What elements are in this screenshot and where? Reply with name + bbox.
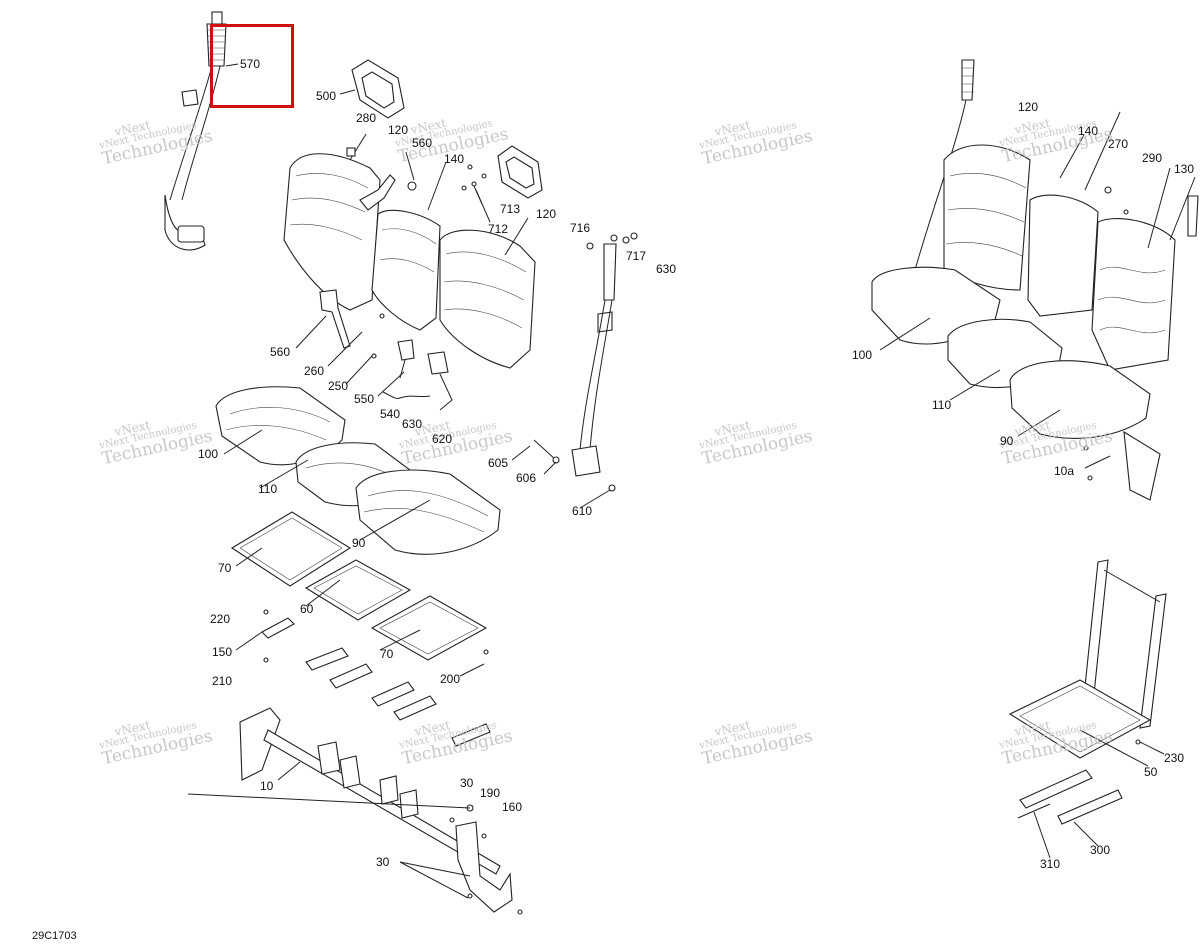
callout-570[interactable]: 570 bbox=[240, 57, 261, 71]
selected-part-highlight[interactable] bbox=[210, 24, 294, 108]
rails-310-300-illustration bbox=[1017, 769, 1123, 825]
diagram-code: 29C1703 bbox=[32, 930, 77, 942]
headrest-500-illustration bbox=[339, 59, 405, 119]
callout-100[interactable]: 100 bbox=[852, 348, 873, 362]
callout-713[interactable]: 713 bbox=[500, 202, 521, 216]
seat-backs-illustration bbox=[283, 133, 536, 369]
callout-130[interactable]: 130 bbox=[1174, 162, 1195, 176]
callout-140[interactable]: 140 bbox=[1078, 124, 1099, 138]
leader-lines bbox=[187, 111, 1196, 859]
callout-630[interactable]: 630 bbox=[656, 262, 677, 276]
base-frame-illustration bbox=[239, 707, 523, 915]
callout-620[interactable]: 620 bbox=[432, 432, 453, 446]
callout-500[interactable]: 500 bbox=[316, 89, 337, 103]
callout-210[interactable]: 210 bbox=[212, 674, 233, 688]
callout-260[interactable]: 260 bbox=[304, 364, 325, 378]
callout-712[interactable]: 712 bbox=[488, 222, 509, 236]
callout-610[interactable]: 610 bbox=[572, 504, 593, 518]
callout-30[interactable]: 30 bbox=[376, 855, 390, 869]
callout-200[interactable]: 200 bbox=[440, 672, 461, 686]
headrest-right-illustration bbox=[497, 145, 543, 199]
callout-270[interactable]: 270 bbox=[1108, 137, 1129, 151]
callout-250[interactable]: 250 bbox=[328, 379, 349, 393]
callout-70[interactable]: 70 bbox=[380, 647, 394, 661]
seat-frames-illustration bbox=[230, 511, 488, 661]
seat-cushions-illustration bbox=[215, 386, 501, 555]
callout-605[interactable]: 605 bbox=[488, 456, 509, 470]
callout-550[interactable]: 550 bbox=[354, 392, 375, 406]
callout-120[interactable]: 120 bbox=[1018, 100, 1039, 114]
callout-90[interactable]: 90 bbox=[352, 536, 366, 550]
callout-630[interactable]: 630 bbox=[402, 417, 423, 431]
callout-290[interactable]: 290 bbox=[1142, 151, 1163, 165]
callout-606[interactable]: 606 bbox=[516, 471, 537, 485]
callout-716[interactable]: 716 bbox=[570, 221, 591, 235]
callout-10[interactable]: 10 bbox=[260, 779, 274, 793]
callout-60[interactable]: 60 bbox=[300, 602, 314, 616]
callout-70[interactable]: 70 bbox=[218, 561, 232, 575]
seat-frame-50-illustration bbox=[1008, 559, 1167, 759]
callout-190[interactable]: 190 bbox=[480, 786, 501, 800]
callout-110[interactable]: 110 bbox=[932, 398, 952, 412]
callout-160[interactable]: 160 bbox=[502, 800, 523, 814]
assembled-seat-illustration bbox=[871, 59, 1199, 501]
callout-100[interactable]: 100 bbox=[198, 447, 219, 461]
right-seat-belt-illustration bbox=[533, 232, 638, 492]
callout-560[interactable]: 560 bbox=[412, 136, 433, 150]
callout-220[interactable]: 220 bbox=[210, 612, 231, 626]
callout-280[interactable]: 280 bbox=[356, 111, 377, 125]
callout-717[interactable]: 717 bbox=[626, 249, 647, 263]
callout-150[interactable]: 150 bbox=[212, 645, 233, 659]
callout-310[interactable]: 310 bbox=[1040, 857, 1061, 871]
callout-540[interactable]: 540 bbox=[380, 407, 401, 421]
callout-230[interactable]: 230 bbox=[1164, 751, 1185, 765]
callout-120[interactable]: 120 bbox=[536, 207, 557, 221]
callout-120[interactable]: 120 bbox=[388, 123, 409, 137]
callout-560[interactable]: 560 bbox=[270, 345, 291, 359]
callout-90[interactable]: 90 bbox=[1000, 434, 1014, 448]
callout-110[interactable]: 110 bbox=[258, 482, 278, 496]
callout-30[interactable]: 30 bbox=[460, 776, 474, 790]
callout-300[interactable]: 300 bbox=[1090, 843, 1111, 857]
callout-50[interactable]: 50 bbox=[1144, 765, 1158, 779]
callout-140[interactable]: 140 bbox=[444, 152, 465, 166]
callout-10a[interactable]: 10a bbox=[1054, 464, 1075, 478]
seat-sliders-illustration bbox=[261, 609, 491, 747]
